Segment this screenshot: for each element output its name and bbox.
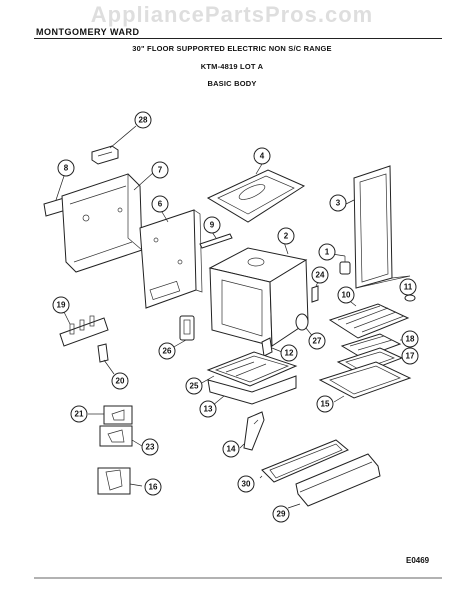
callout-23: 23: [141, 438, 159, 456]
svg-text:17: 17: [406, 352, 415, 361]
part-7-side-panel: [61, 171, 155, 273]
part-15-drip-tray: [318, 361, 412, 403]
callout-1: 1: [318, 243, 336, 261]
callout-27: 27: [308, 332, 326, 350]
callout-28: 28: [134, 111, 152, 129]
svg-text:29: 29: [277, 510, 286, 519]
svg-text:2: 2: [284, 232, 289, 241]
callout-9: 9: [203, 216, 221, 234]
part-20-clip: [97, 343, 115, 375]
callout-26: 26: [158, 342, 176, 360]
callout-17: 17: [401, 347, 419, 365]
header-divider: [34, 38, 442, 39]
callout-30: 30: [237, 475, 255, 493]
callout-10: 10: [337, 286, 355, 304]
svg-text:15: 15: [321, 400, 330, 409]
svg-text:18: 18: [406, 335, 415, 344]
part-28-bracket: [91, 125, 137, 165]
part-21-fastener: [88, 405, 133, 425]
part-3-side-panel: [345, 165, 411, 289]
svg-text:10: 10: [342, 291, 351, 300]
callout-13: 13: [199, 400, 217, 418]
svg-text:7: 7: [158, 166, 163, 175]
callout-14: 14: [222, 440, 240, 458]
part-4-cooktop: [206, 163, 306, 223]
part-10-oven-rack: [328, 297, 410, 339]
callout-24: 24: [311, 266, 329, 284]
svg-text:16: 16: [149, 483, 158, 492]
model-number: KTM-4819 LOT A: [200, 62, 264, 71]
diagram-title: 30" FLOOR SUPPORTED ELECTRIC NON S/C RAN…: [132, 44, 332, 53]
part-12-clip: [261, 337, 283, 357]
callout-11: 11: [399, 278, 417, 296]
callout-21: 21: [70, 405, 88, 423]
svg-text:25: 25: [190, 382, 199, 391]
svg-text:11: 11: [404, 283, 413, 292]
svg-text:23: 23: [146, 443, 155, 452]
callout-25: 25: [185, 377, 203, 395]
callout-12: 12: [280, 344, 298, 362]
svg-text:4: 4: [260, 152, 265, 161]
part-27-bumper: [295, 313, 315, 339]
svg-text:28: 28: [139, 116, 148, 125]
part-6-rear-panel: [139, 209, 203, 309]
svg-text:21: 21: [75, 410, 84, 419]
callout-18: 18: [401, 330, 419, 348]
part-29-kick-panel: [287, 453, 381, 509]
svg-text:1: 1: [325, 248, 330, 257]
part-8-panel: [43, 175, 67, 217]
watermark: AppliancePartsPros.com: [90, 2, 374, 27]
callout-2: 2: [277, 227, 295, 245]
svg-text:13: 13: [204, 405, 213, 414]
svg-text:6: 6: [158, 200, 163, 209]
svg-text:12: 12: [285, 349, 294, 358]
callout-19: 19: [52, 296, 70, 314]
part-2-oven-cavity: [208, 241, 309, 347]
part-16-terminal: [97, 467, 143, 495]
callout-6: 6: [151, 195, 169, 213]
callout-3: 3: [329, 194, 347, 212]
svg-text:27: 27: [313, 337, 322, 346]
svg-text:8: 8: [64, 164, 69, 173]
callout-8: 8: [57, 159, 75, 177]
part-1-foot: [331, 253, 351, 275]
part-14-hinge: [239, 411, 265, 451]
part-19-bracket: [59, 311, 109, 347]
callout-29: 29: [272, 505, 290, 523]
callout-20: 20: [111, 372, 129, 390]
part-23-fastener: [99, 425, 143, 447]
part-25-oven-bottom: [199, 351, 298, 387]
svg-text:26: 26: [163, 347, 172, 356]
callout-7: 7: [151, 161, 169, 179]
svg-text:3: 3: [336, 199, 341, 208]
svg-text:14: 14: [227, 445, 236, 454]
svg-text:30: 30: [242, 480, 251, 489]
svg-text:24: 24: [316, 271, 325, 280]
callout-16: 16: [144, 478, 162, 496]
svg-text:20: 20: [116, 377, 125, 386]
part-26-latch: [171, 315, 195, 349]
svg-text:19: 19: [57, 301, 66, 310]
drawing-code: E0469: [406, 556, 430, 565]
brand-name: MONTGOMERY WARD: [36, 27, 140, 37]
part-30-door-panel: [259, 439, 349, 483]
callout-15: 15: [316, 395, 334, 413]
svg-text:9: 9: [210, 221, 215, 230]
section-name: BASIC BODY: [207, 79, 257, 88]
callout-4: 4: [253, 147, 271, 165]
